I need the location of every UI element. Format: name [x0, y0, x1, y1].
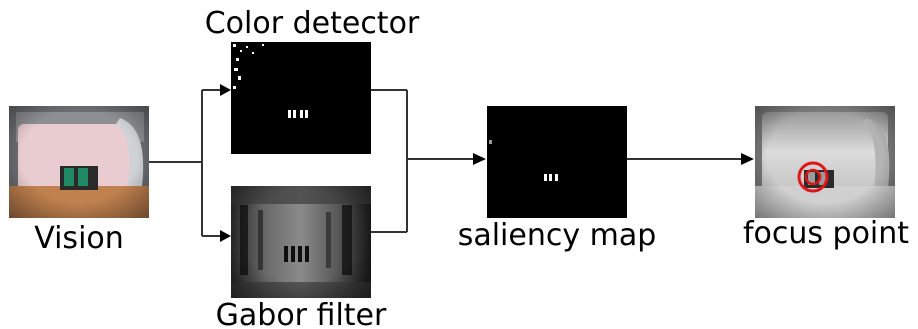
to-gabor-arrow: [220, 230, 231, 242]
vision-label: Vision: [34, 221, 124, 256]
connectors: [149, 84, 754, 242]
color-detector-image: [231, 42, 371, 154]
vision-image: [9, 106, 149, 218]
to-saliency-arrow: [473, 153, 486, 165]
focus-point-label: focus point: [743, 216, 909, 251]
to-color-arrow: [220, 84, 231, 96]
gabor-filter-label: Gabor filter: [216, 298, 387, 329]
focus-point-image: [755, 106, 895, 218]
gabor-filter-image: [231, 186, 371, 298]
saliency-map-image: [487, 106, 627, 218]
saliency-map-label: saliency map: [458, 218, 657, 253]
to-focus-arrow: [741, 153, 754, 165]
color-detector-label: Color detector: [205, 6, 420, 41]
focus-marker: [797, 161, 829, 193]
